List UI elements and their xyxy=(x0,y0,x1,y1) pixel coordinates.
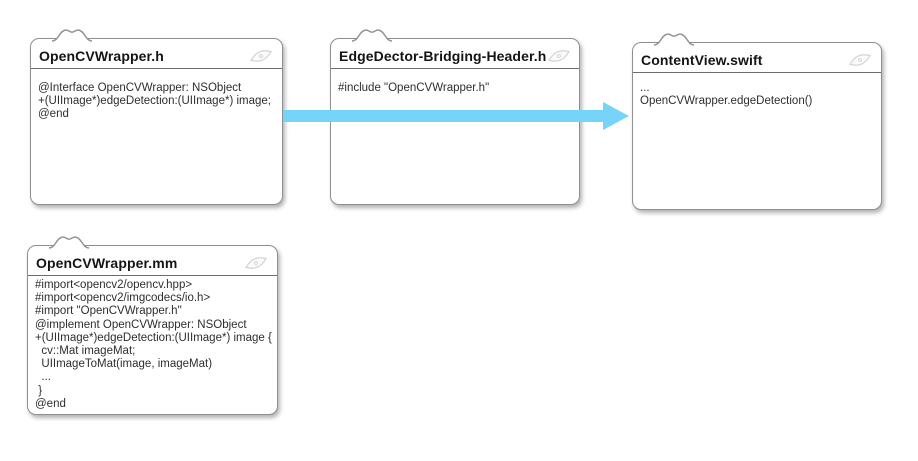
note-body: ...OpenCVWrapper.edgeDetection() xyxy=(633,73,881,108)
code-line: UIImageToMat(image, imageMat) xyxy=(35,358,213,371)
code-line: } xyxy=(35,384,43,397)
note-tab-icon xyxy=(48,236,90,249)
note-title: OpenCVWrapper.mm xyxy=(36,255,178,271)
note-card-contentview-swift[interactable]: ContentView.swift ...OpenCVWrapper.edgeD… xyxy=(632,33,882,210)
code-line: #import "OpenCVWrapper.h" xyxy=(35,305,182,318)
note-title: EdgeDector-Bridging-Header.h xyxy=(339,48,547,64)
note-header: OpenCVWrapper.mm xyxy=(28,246,277,276)
code-line: ... xyxy=(640,82,650,94)
code-line: #import<opencv2/imgcodecs/io.h> xyxy=(35,292,211,305)
code-line: @end xyxy=(38,108,69,121)
note-card-opencvwrapper-mm[interactable]: OpenCVWrapper.mm #import<opencv2/opencv.… xyxy=(27,236,278,415)
note-title: ContentView.swift xyxy=(641,52,763,68)
code-line: OpenCVWrapper.edgeDetection() xyxy=(640,95,813,108)
code-line: @Interface OpenCVWrapper: NSObject xyxy=(38,82,242,94)
note-body: #include "OpenCVWrapper.h" xyxy=(331,69,579,95)
note-title: OpenCVWrapper.h xyxy=(39,48,164,64)
pencil-icon[interactable] xyxy=(546,48,572,64)
note-header: OpenCVWrapper.h xyxy=(31,39,282,69)
note-tab-icon xyxy=(351,29,393,42)
code-line: @end xyxy=(35,397,66,410)
code-line: +(UIImage*)edgeDetection:(UIImage*) imag… xyxy=(38,95,271,108)
pencil-icon[interactable] xyxy=(243,255,269,271)
code-line: +(UIImage*)edgeDetection:(UIImage*) imag… xyxy=(35,331,272,344)
note-tab-icon xyxy=(653,33,695,46)
note-card-opencvwrapper-h[interactable]: OpenCVWrapper.h @Interface OpenCVWrapper… xyxy=(30,29,283,205)
code-line: #include "OpenCVWrapper.h" xyxy=(338,82,490,94)
note-body: @Interface OpenCVWrapper: NSObject+(UIIm… xyxy=(31,69,282,122)
code-line: #import<opencv2/opencv.hpp> xyxy=(35,279,193,291)
code-line: cv::Mat imageMat; xyxy=(35,345,136,358)
code-line: ... xyxy=(35,371,51,384)
note-header: EdgeDector-Bridging-Header.h xyxy=(331,39,579,69)
note-tab-icon xyxy=(51,29,93,42)
note-body: #import<opencv2/opencv.hpp>#import<openc… xyxy=(28,276,277,411)
pencil-icon[interactable] xyxy=(248,48,274,64)
note-header: ContentView.swift xyxy=(633,43,881,73)
code-line: @implement OpenCVWrapper: NSObject xyxy=(35,318,247,331)
note-card-bridging-header[interactable]: EdgeDector-Bridging-Header.h #include "O… xyxy=(330,29,580,205)
pencil-icon[interactable] xyxy=(847,52,873,68)
